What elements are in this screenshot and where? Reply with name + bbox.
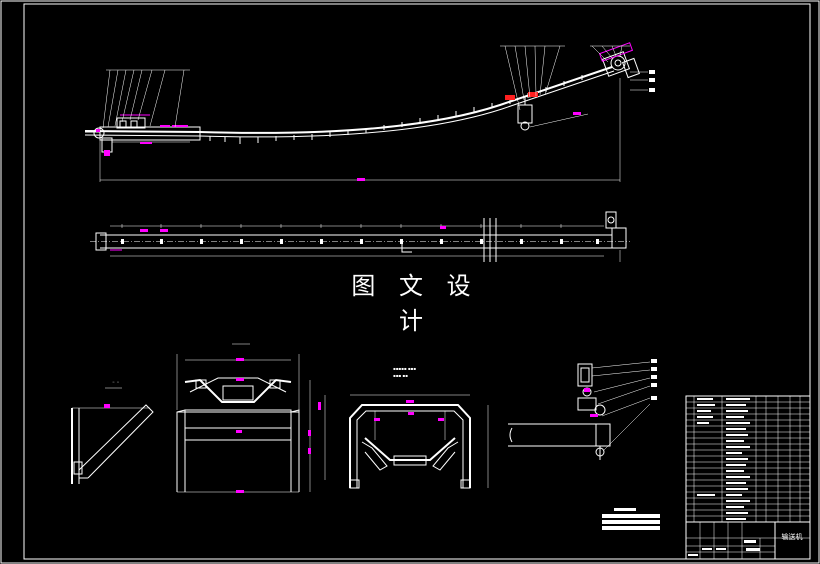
conveyor-plan-view xyxy=(90,211,630,262)
parts-list-and-title-block xyxy=(685,395,811,560)
detail-inclined-bracket: ◦ ◦ xyxy=(71,380,154,484)
svg-text:▪▪▪ ▪▪: ▪▪▪ ▪▪ xyxy=(393,373,408,378)
svg-text:◦ ◦: ◦ ◦ xyxy=(112,380,120,386)
detail-head-pulley-chute xyxy=(508,359,657,460)
detail-troughed-idler-frame: ▪▪▪▪▪ ▪▪▪ ▪▪▪ ▪▪ xyxy=(349,366,489,489)
title-block-drawing-name: 输送机 xyxy=(781,533,803,541)
detail-carrying-idler xyxy=(176,343,326,493)
conveyor-elevation-view xyxy=(84,42,655,182)
svg-text:▪▪▪▪▪ ▪▪▪: ▪▪▪▪▪ ▪▪▪ xyxy=(393,366,416,371)
technical-notes xyxy=(602,508,660,530)
drawing-center-title: 图 文 设 计 xyxy=(351,272,479,335)
